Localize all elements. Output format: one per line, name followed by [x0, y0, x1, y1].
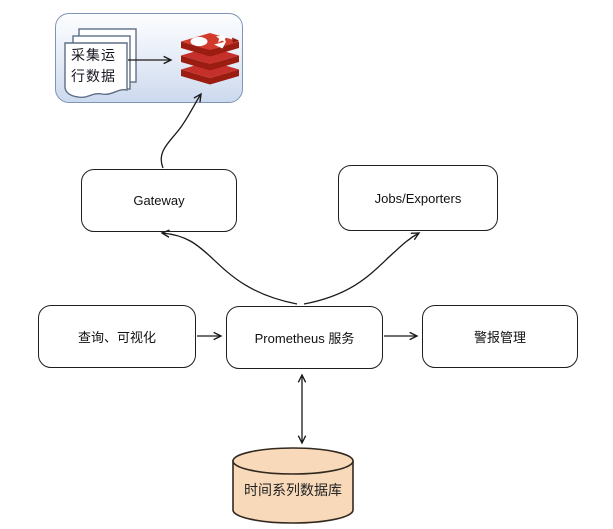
collect-data-group: 采集运行数据 — [55, 13, 243, 103]
redis-database-icon — [181, 32, 239, 85]
jobs-exporters-label: Jobs/Exporters — [374, 190, 462, 206]
edge-gateway-redis — [160, 92, 202, 169]
tsdb-label: 时间系列数据库 — [244, 482, 342, 498]
database-cylinder-icon — [232, 447, 354, 524]
collect-note-label: 采集运行数据 — [71, 47, 116, 84]
alert-management-label: 警报管理 — [473, 330, 526, 345]
gateway-label: Gateway — [133, 193, 185, 208]
prometheus-label: Prometheus 服务 — [254, 331, 355, 346]
node-jobs-exporters: Jobs/Exporters — [338, 165, 498, 231]
query-visualization-label: 查询、可视化 — [77, 330, 156, 345]
edge-prometheus-jobs-exporters — [303, 232, 421, 305]
node-gateway: Gateway — [81, 169, 237, 232]
node-query-visualization: 查询、可视化 — [38, 305, 196, 368]
edge-prometheus-gateway — [160, 229, 298, 305]
node-alert-management: 警报管理 — [422, 305, 578, 368]
node-prometheus: Prometheus 服务 — [226, 306, 383, 369]
document-stack-icon — [64, 28, 137, 99]
